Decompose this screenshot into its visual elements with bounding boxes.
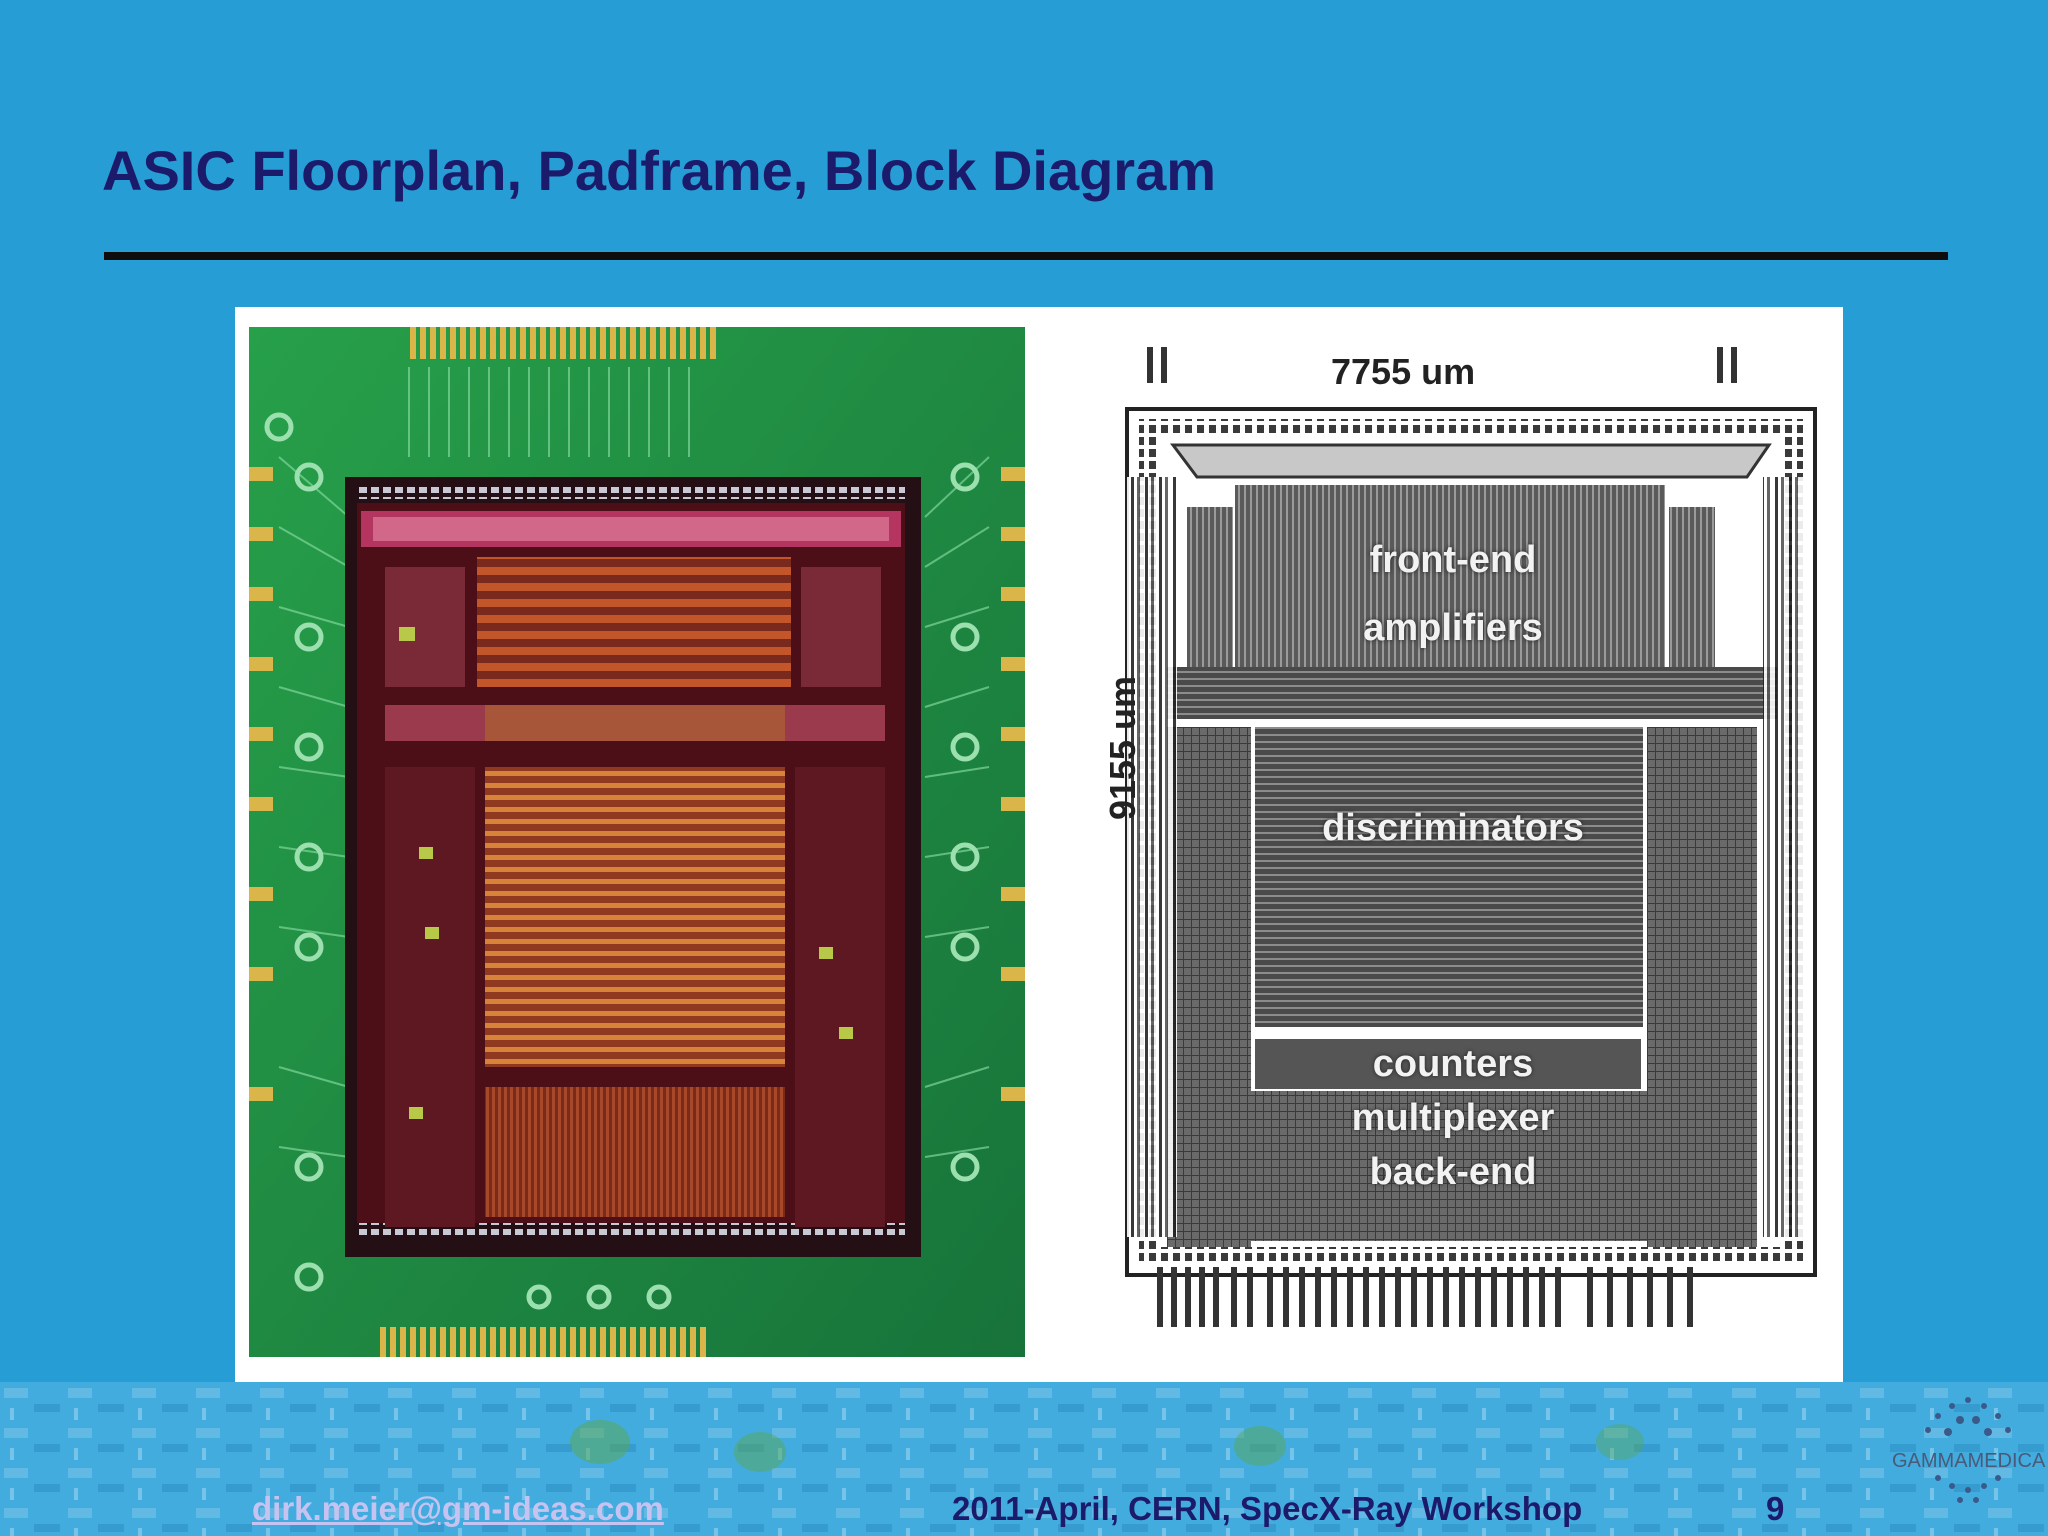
asic-figure: 7755 um 9155 um front-end amplifiers dis… xyxy=(235,307,1843,1382)
slide-title: ASIC Floorplan, Padframe, Block Diagram xyxy=(102,139,1217,202)
block-label-discriminators: discriminators xyxy=(1322,807,1584,849)
layout-drawing xyxy=(1087,327,1827,1367)
footer-email-link[interactable]: dirk.meier@gm-ideas.com xyxy=(252,1490,664,1527)
logo-wordmark: GAMMAMEDICA xyxy=(1892,1450,2046,1472)
layout-width-label: 7755 um xyxy=(1331,351,1476,392)
asic-layout-diagram: 7755 um 9155 um front-end amplifiers dis… xyxy=(1087,327,1827,1367)
footer-pattern xyxy=(0,1382,2048,1536)
slide-number: 9 xyxy=(1766,1490,1785,1527)
footer-event: 2011-April, CERN, SpecX-Ray Workshop xyxy=(952,1490,1583,1527)
asic-photo-drawing xyxy=(249,327,1025,1357)
footer-band xyxy=(0,1382,2048,1536)
title-divider xyxy=(104,252,1948,260)
block-label-amplifiers: amplifiers xyxy=(1363,607,1543,649)
block-label-counters: counters xyxy=(1372,1043,1534,1085)
block-label-multiplexer: multiplexer xyxy=(1351,1097,1555,1139)
gammamedica-logo-icon xyxy=(1925,1397,2011,1503)
layout-height-label: 9155 um xyxy=(1102,675,1144,821)
block-label-front-end: front-end xyxy=(1369,539,1537,581)
asic-photo xyxy=(249,327,1025,1357)
block-label-back-end: back-end xyxy=(1369,1151,1537,1193)
